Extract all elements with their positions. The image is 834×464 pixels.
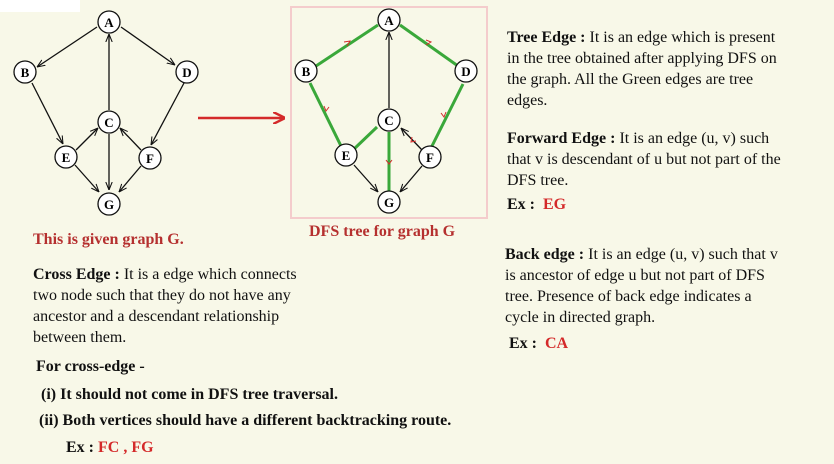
cross-edge-example: Ex : FC , FG bbox=[66, 439, 154, 456]
tree-edge-line1: Tree Edge : It is an edge which is prese… bbox=[507, 29, 776, 46]
back-edge-line4: cycle in directed graph. bbox=[505, 309, 656, 326]
tree-edge-D-F bbox=[430, 83, 465, 147]
svg-text:A: A bbox=[104, 15, 114, 30]
dir-tick-B-E bbox=[323, 105, 330, 113]
edge-B-E bbox=[31, 82, 63, 144]
tree-edge-E-C bbox=[351, 125, 379, 152]
top-white-strip bbox=[0, 0, 80, 12]
dfs-node-A: A bbox=[377, 8, 401, 32]
svg-text:D: D bbox=[182, 65, 191, 80]
edge-F-C bbox=[120, 128, 142, 151]
node-D: D bbox=[175, 60, 199, 84]
dir-tick-A-B bbox=[343, 40, 351, 47]
tree-edge-B-E bbox=[308, 82, 343, 147]
cross-edge-rule-2: (ii) Both vertices should have a differe… bbox=[39, 412, 452, 429]
edge-E-G-forward bbox=[353, 164, 378, 192]
dfs-node-F: F bbox=[418, 145, 442, 169]
cross-edge-line1: Cross Edge : It is a edge which connects bbox=[33, 266, 297, 283]
cross-edge-rule-1: (i) It should not come in DFS tree trave… bbox=[41, 386, 338, 403]
svg-text:C: C bbox=[104, 115, 113, 130]
forward-edge-title: Forward Edge : bbox=[507, 130, 616, 147]
back-edge-line3: tree. Presence of back edge indicates a bbox=[505, 288, 752, 305]
edge-F-G-cross bbox=[400, 165, 423, 192]
edge-D-F bbox=[151, 82, 185, 145]
forward-edge-line1: Forward Edge : It is an edge (u, v) such bbox=[507, 130, 770, 147]
tree-edge-line3: the graph. All the Green edges are tree bbox=[507, 71, 754, 88]
dfs-node-D: D bbox=[454, 59, 478, 83]
cross-edge-line4: between them. bbox=[33, 329, 127, 346]
tree-edge-line4: edges. bbox=[507, 92, 548, 109]
svg-text:E: E bbox=[342, 148, 351, 163]
svg-text:F: F bbox=[146, 151, 154, 166]
svg-text:C: C bbox=[384, 113, 393, 128]
cross-edge-title: Cross Edge : bbox=[33, 266, 120, 283]
given-graph: A B D C E F G bbox=[13, 10, 199, 216]
forward-edge-example-value: EG bbox=[543, 196, 567, 213]
cross-edge-line3: ancestor and a descendant relationship bbox=[33, 308, 280, 325]
forward-edge-line3: DFS tree. bbox=[507, 172, 569, 189]
back-edge-line2: is ancestor of edge u but not part of DF… bbox=[505, 267, 765, 284]
tree-edge-title: Tree Edge : bbox=[507, 29, 586, 46]
svg-text:F: F bbox=[426, 150, 434, 165]
forward-edge-line2: that v is descendant of u but not part o… bbox=[507, 151, 781, 168]
node-C: C bbox=[97, 110, 121, 134]
edge-F-G bbox=[119, 165, 142, 192]
tree-edge-line2: in the tree obtained after applying DFS … bbox=[507, 50, 777, 67]
dfs-node-G: G bbox=[377, 190, 401, 214]
edge-A-D bbox=[120, 26, 175, 65]
svg-text:G: G bbox=[104, 197, 114, 212]
cross-edge-line2: two node such that they do not have any bbox=[33, 287, 291, 304]
svg-text:E: E bbox=[62, 150, 71, 165]
dfs-tree-graph: A B D C E F G bbox=[294, 8, 478, 214]
svg-text:B: B bbox=[302, 64, 311, 79]
svg-text:B: B bbox=[21, 65, 30, 80]
dfs-node-B: B bbox=[294, 59, 318, 83]
node-G: G bbox=[97, 192, 121, 216]
svg-text:G: G bbox=[384, 195, 394, 210]
edge-E-G bbox=[74, 164, 99, 192]
cross-edge-for-label: For cross-edge - bbox=[36, 358, 145, 375]
cross-edge-example-value: FC , FG bbox=[98, 439, 154, 456]
svg-text:A: A bbox=[384, 13, 394, 28]
node-F: F bbox=[138, 146, 162, 170]
node-B: B bbox=[13, 60, 37, 84]
node-E: E bbox=[54, 145, 78, 169]
edge-E-C bbox=[75, 128, 98, 151]
tree-edge-A-D bbox=[399, 23, 459, 68]
back-edge-example-value: CA bbox=[545, 335, 569, 352]
edge-A-B bbox=[37, 26, 98, 67]
dir-tick-F-C bbox=[410, 136, 417, 143]
node-A: A bbox=[97, 10, 121, 34]
dir-tick-C-G bbox=[385, 159, 393, 165]
dfs-node-C: C bbox=[377, 108, 401, 132]
given-graph-caption: This is given graph G. bbox=[33, 231, 184, 248]
svg-text:D: D bbox=[461, 64, 470, 79]
back-edge-title: Back edge : bbox=[505, 246, 585, 263]
dir-tick-A-D bbox=[425, 39, 433, 46]
forward-edge-example: Ex : EG bbox=[507, 196, 567, 213]
dir-tick-D-F bbox=[440, 111, 447, 119]
back-edge-line1: Back edge : It is an edge (u, v) such th… bbox=[505, 246, 778, 263]
back-edge-example: Ex : CA bbox=[509, 335, 569, 352]
dfs-tree-caption: DFS tree for graph G bbox=[309, 223, 456, 240]
dfs-node-E: E bbox=[334, 143, 358, 167]
